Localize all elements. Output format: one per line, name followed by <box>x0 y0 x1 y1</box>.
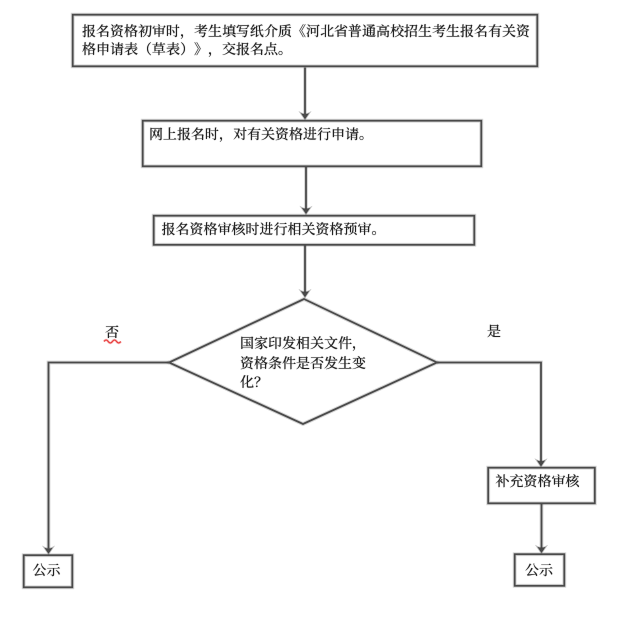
arrowhead-supplement-publicity <box>534 544 549 555</box>
edge-yes-branch <box>437 361 542 462</box>
arrowhead-step3-decision <box>298 288 312 299</box>
node-step3-text: 报名资格审核时进行相关资格预审。 <box>161 218 386 239</box>
node-publicity-left <box>22 554 74 589</box>
node-step2-fill <box>142 120 482 167</box>
node-publicity-right <box>513 553 566 587</box>
arrowhead-step1-step2 <box>298 111 312 121</box>
node-supplement-review-text: 补充资格审核 <box>495 471 580 491</box>
node-step1 <box>71 13 539 68</box>
node-publicity-right-fill <box>514 554 565 586</box>
node-supplement-review-fill <box>488 467 595 504</box>
node-publicity-right-text: 公示 <box>525 560 553 580</box>
no-label-squiggle <box>103 339 122 344</box>
arrowhead-yes-branch <box>534 458 548 468</box>
branch-label-yes: 是 <box>487 321 501 341</box>
node-step3-fill <box>153 215 475 245</box>
node-step3 <box>152 214 476 246</box>
edge-no-branch <box>47 361 169 549</box>
node-step1-fill <box>72 14 538 67</box>
arrowhead-no-branch <box>41 545 56 556</box>
edge-yes-branch-halo <box>437 360 543 462</box>
arrowhead-step2-step3 <box>299 205 313 216</box>
decision-diamond-shape <box>166 298 440 425</box>
node-step1-text: 报名资格初审时，考生填写纸介质《河北省普通高校招生考生报名有关资格申请表（草表）… <box>82 21 530 59</box>
edge-no-branch-halo <box>46 360 169 549</box>
node-publicity-left-text: 公示 <box>32 560 61 580</box>
node-publicity-left-fill <box>23 555 73 588</box>
node-supplement-review <box>487 466 596 505</box>
decision-diamond-text: 国家印发相关文件，资格条件是否发生变化？ <box>240 333 366 393</box>
branch-label-no: 否 <box>105 322 119 342</box>
node-step2-text: 网上报名时，对有关资格进行申请。 <box>149 124 373 144</box>
node-step2 <box>141 119 483 168</box>
